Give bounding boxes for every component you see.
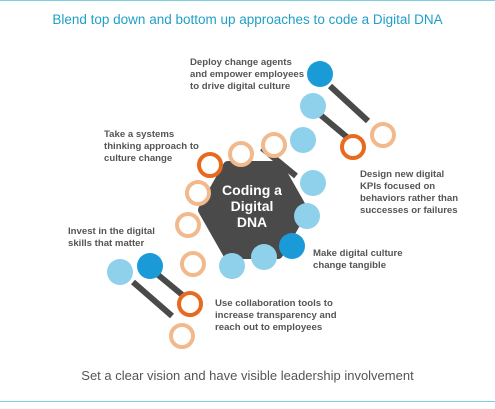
dna-node-peach <box>261 132 287 158</box>
label-digital-kpis: Design new digital KPIs focused on behav… <box>360 169 459 216</box>
label-make-tangible: Make digital culture change tangible <box>313 248 403 271</box>
rung-bottom-2 <box>155 271 188 301</box>
dna-node-light-blue <box>219 253 245 279</box>
dna-node-orange <box>197 152 223 178</box>
page-title: Blend top down and bottom up approaches … <box>52 12 443 27</box>
label-deploy-change-agents: Deploy change agents and empower employe… <box>190 57 305 92</box>
strand-right <box>107 61 333 285</box>
dna-node-light-blue <box>107 259 133 285</box>
dna-node-orange <box>177 291 203 317</box>
dna-node-light-blue <box>290 127 316 153</box>
dna-node-dark-blue <box>307 61 333 87</box>
label-collaboration-tools: Use collaboration tools to increase tran… <box>215 298 337 333</box>
dna-node-peach <box>185 180 211 206</box>
label-invest-skills: Invest in the digital skills that matter <box>68 226 155 249</box>
dna-node-light-blue <box>300 170 326 196</box>
dna-node-peach <box>180 251 206 277</box>
top-border <box>0 0 495 1</box>
strand-left <box>169 122 396 349</box>
dna-node-light-blue <box>251 244 277 270</box>
dna-node-peach <box>169 323 195 349</box>
footer-text: Set a clear vision and have visible lead… <box>81 368 414 383</box>
dna-node-light-blue <box>294 203 320 229</box>
dna-node-peach <box>228 141 254 167</box>
rung-top <box>327 83 371 124</box>
dna-node-dark-blue <box>137 253 163 279</box>
dna-node-orange <box>340 134 366 160</box>
dna-node-dark-blue <box>279 233 305 259</box>
label-systems-thinking: Take a systems thinking approach to cult… <box>104 129 199 164</box>
dna-node-peach <box>175 212 201 238</box>
rung-bottom <box>131 279 174 319</box>
center-hexagon <box>198 161 308 259</box>
bottom-border <box>0 401 495 402</box>
rung-top-2 <box>315 109 350 141</box>
center-label: Coding a Digital DNA <box>222 182 282 230</box>
dna-node-light-blue <box>300 93 326 119</box>
dna-node-peach <box>370 122 396 148</box>
